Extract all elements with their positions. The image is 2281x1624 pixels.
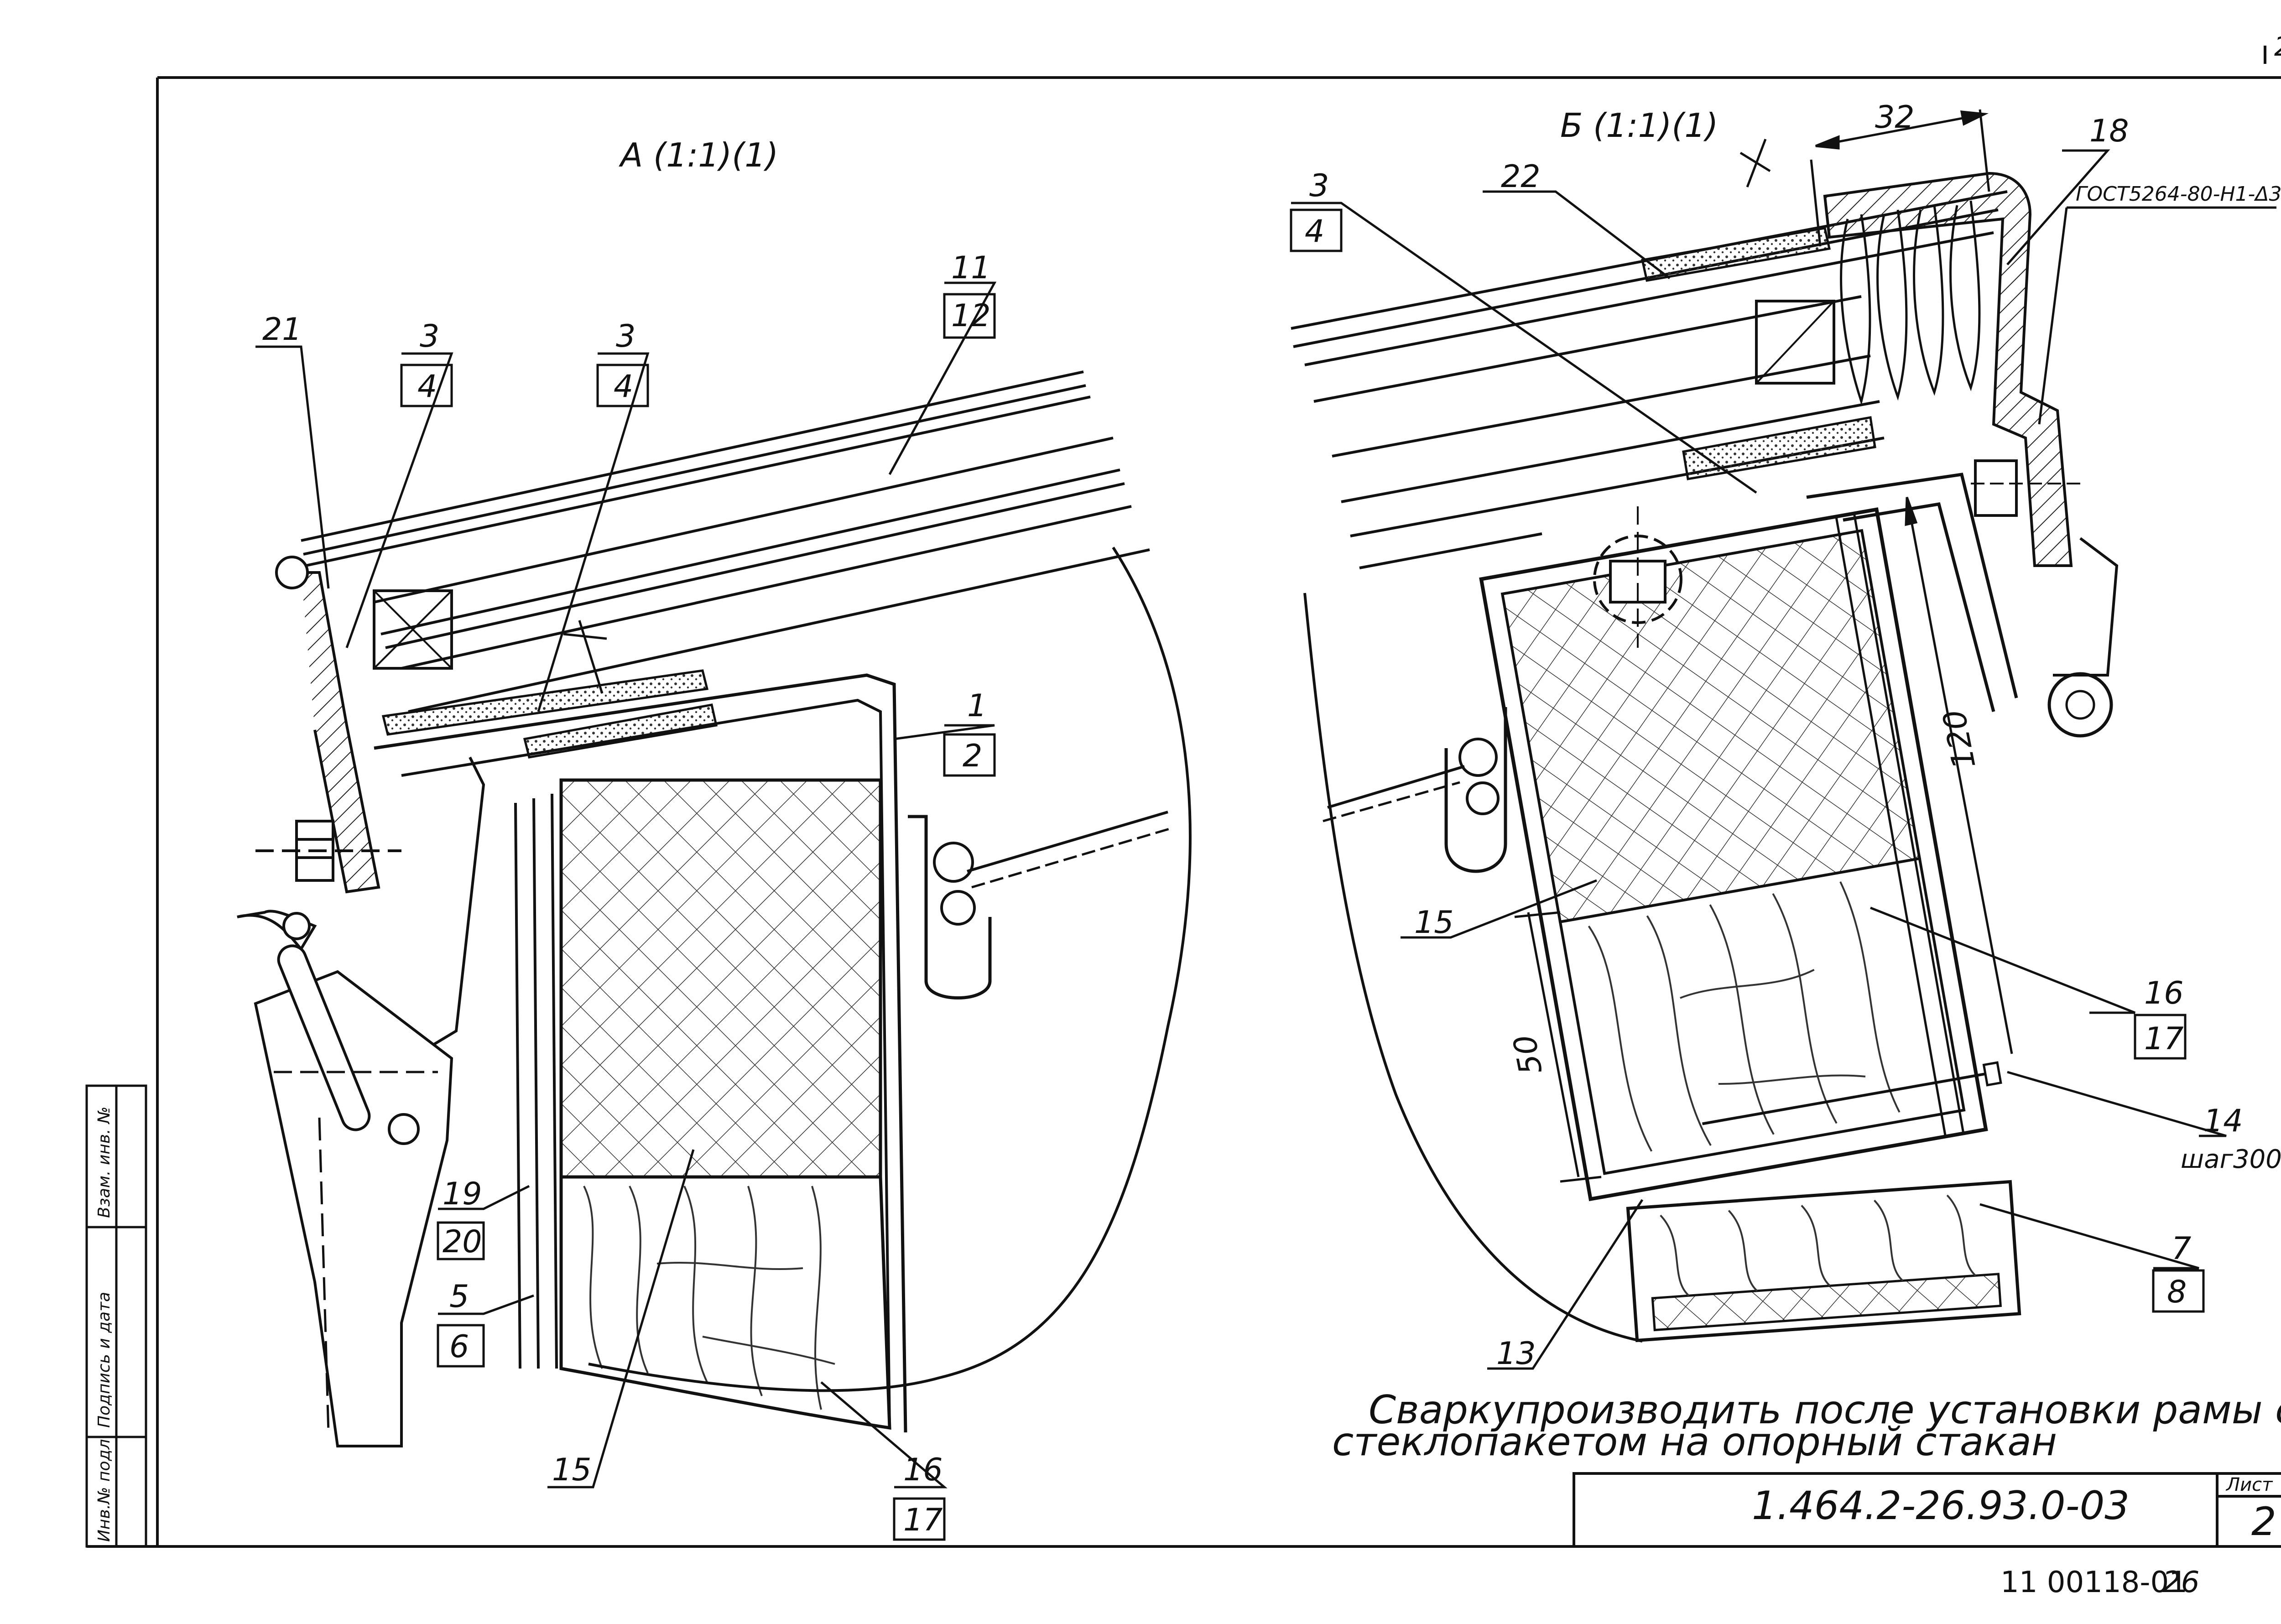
callout-15-b: 15 [1414, 905, 1454, 941]
view-a-hinge-bracket [254, 970, 453, 1447]
view-a-outer-channel [374, 673, 907, 1433]
view-a-bolt [255, 820, 401, 882]
view-a-spacer-box [373, 589, 453, 670]
callout-16-a: 16 [903, 1452, 943, 1488]
callout-17-a: 17 [903, 1502, 943, 1538]
view-a-timber [559, 1175, 891, 1430]
title-block [1573, 1472, 2281, 1548]
callout-3b-top: 3 [616, 318, 635, 354]
sheet-frame [87, 46, 2281, 1548]
sheet-label: Лист [2225, 1474, 2273, 1495]
view-a-insulation [559, 778, 882, 1179]
view-b-insulation-loops [1840, 200, 1981, 406]
top-page-number: 25 [2274, 31, 2281, 62]
welding-note-line-1: Сваркупроизводить после установки рамы с… [1369, 1387, 2281, 1433]
view-a-wood-grain [583, 1186, 835, 1410]
callout-14: 14 [2203, 1103, 2243, 1139]
side-stamp-inv-no: Инв.№ подл. [95, 1434, 114, 1542]
drawing-designation: 1.464.2-26.93.0-03 [1752, 1483, 2130, 1529]
view-a-leaders [255, 281, 997, 1489]
view-a-frame-profile [301, 571, 380, 894]
view-a-pin-top [275, 556, 309, 589]
view-b-weld-leader [2038, 206, 2276, 425]
view-b-end-cap [1823, 172, 2073, 567]
sheet-number: 2 [2251, 1499, 2276, 1545]
view-b-drip-tube [1444, 707, 1507, 873]
callout-8: 8 [2167, 1274, 2187, 1310]
callout-11: 11 [951, 250, 991, 286]
bottom-stamp: 11 00118-01 [2000, 1566, 2187, 1599]
view-a-gasket [523, 703, 718, 759]
callout-2: 2 [963, 738, 982, 774]
callout-3a-top: 3 [420, 318, 439, 354]
welding-note-line-2: стеклопакетом на опорный стакан [1332, 1419, 2057, 1465]
dimension-50 [1514, 911, 1602, 1183]
callout-3-b: 3 [1309, 168, 1329, 204]
dimension-120-value: 120 [1936, 707, 1983, 771]
callout-3b-bottom: 4 [614, 369, 633, 405]
view-b-lower-timber [1626, 1180, 2021, 1343]
callout-15-a: 15 [552, 1452, 592, 1488]
callout-20: 20 [443, 1224, 482, 1260]
view-a-break-line [588, 547, 1192, 1392]
callout-12: 12 [951, 298, 991, 334]
view-b-title: Б (1:1)(1) [1560, 106, 1718, 145]
side-stamp [85, 1084, 147, 1548]
callout-16-b: 16 [2144, 975, 2184, 1011]
view-a-sealant-strip [381, 669, 709, 736]
callout-4-b: 4 [1305, 213, 1324, 250]
side-stamp-replace-inv: Взам. инв. № [95, 1107, 114, 1218]
callout-5: 5 [449, 1279, 469, 1315]
callout-17-b: 17 [2144, 1021, 2184, 1057]
callout-7: 7 [2172, 1231, 2191, 1267]
view-b-sealant-mid [1682, 416, 1876, 480]
bottom-page-number: 26 [2162, 1566, 2199, 1599]
callout-22: 22 [1501, 159, 1541, 195]
callout-13: 13 [1496, 1336, 1536, 1372]
view-a: А (1:1)(1) [237, 136, 1192, 1541]
callout-21: 21 [262, 312, 302, 348]
view-a-liner [514, 793, 558, 1369]
callout-1: 1 [967, 688, 987, 724]
view-b-leaders [1291, 139, 2227, 1370]
callout-14-pitch: шаг300 [2181, 1145, 2281, 1174]
callout-18: 18 [2089, 113, 2129, 149]
view-b-spacer-box [1755, 300, 1835, 385]
view-b-callout-boxes [1290, 208, 2205, 1313]
view-b: Б (1:1)(1) [1290, 99, 2281, 1372]
callout-19: 19 [443, 1176, 482, 1212]
dimension-120 [1905, 497, 2013, 1054]
view-a-hinge-arm [277, 944, 371, 1131]
callout-3a-bottom: 4 [417, 369, 437, 405]
view-b-box [1479, 507, 2002, 1202]
weld-note: ГОСТ5264-80-Н1-Δ3⊐ [2076, 182, 2281, 206]
side-stamp-sign-date: Подпись и дата [95, 1292, 114, 1428]
callout-6: 6 [449, 1329, 469, 1365]
view-b-break-line [1303, 593, 1643, 1343]
dimension-32 [1810, 109, 1990, 247]
view-a-glazing [301, 370, 1150, 713]
view-a-drip-tube [908, 815, 992, 999]
dimension-32-value: 32 [1875, 99, 1915, 135]
view-b-hinge-pin [2047, 672, 2113, 738]
view-a-callout-boxes [400, 293, 996, 1541]
dimension-50-value: 50 [1507, 1032, 1550, 1077]
view-b-sealant-top [1640, 227, 1831, 282]
view-a-title: А (1:1)(1) [619, 136, 778, 174]
